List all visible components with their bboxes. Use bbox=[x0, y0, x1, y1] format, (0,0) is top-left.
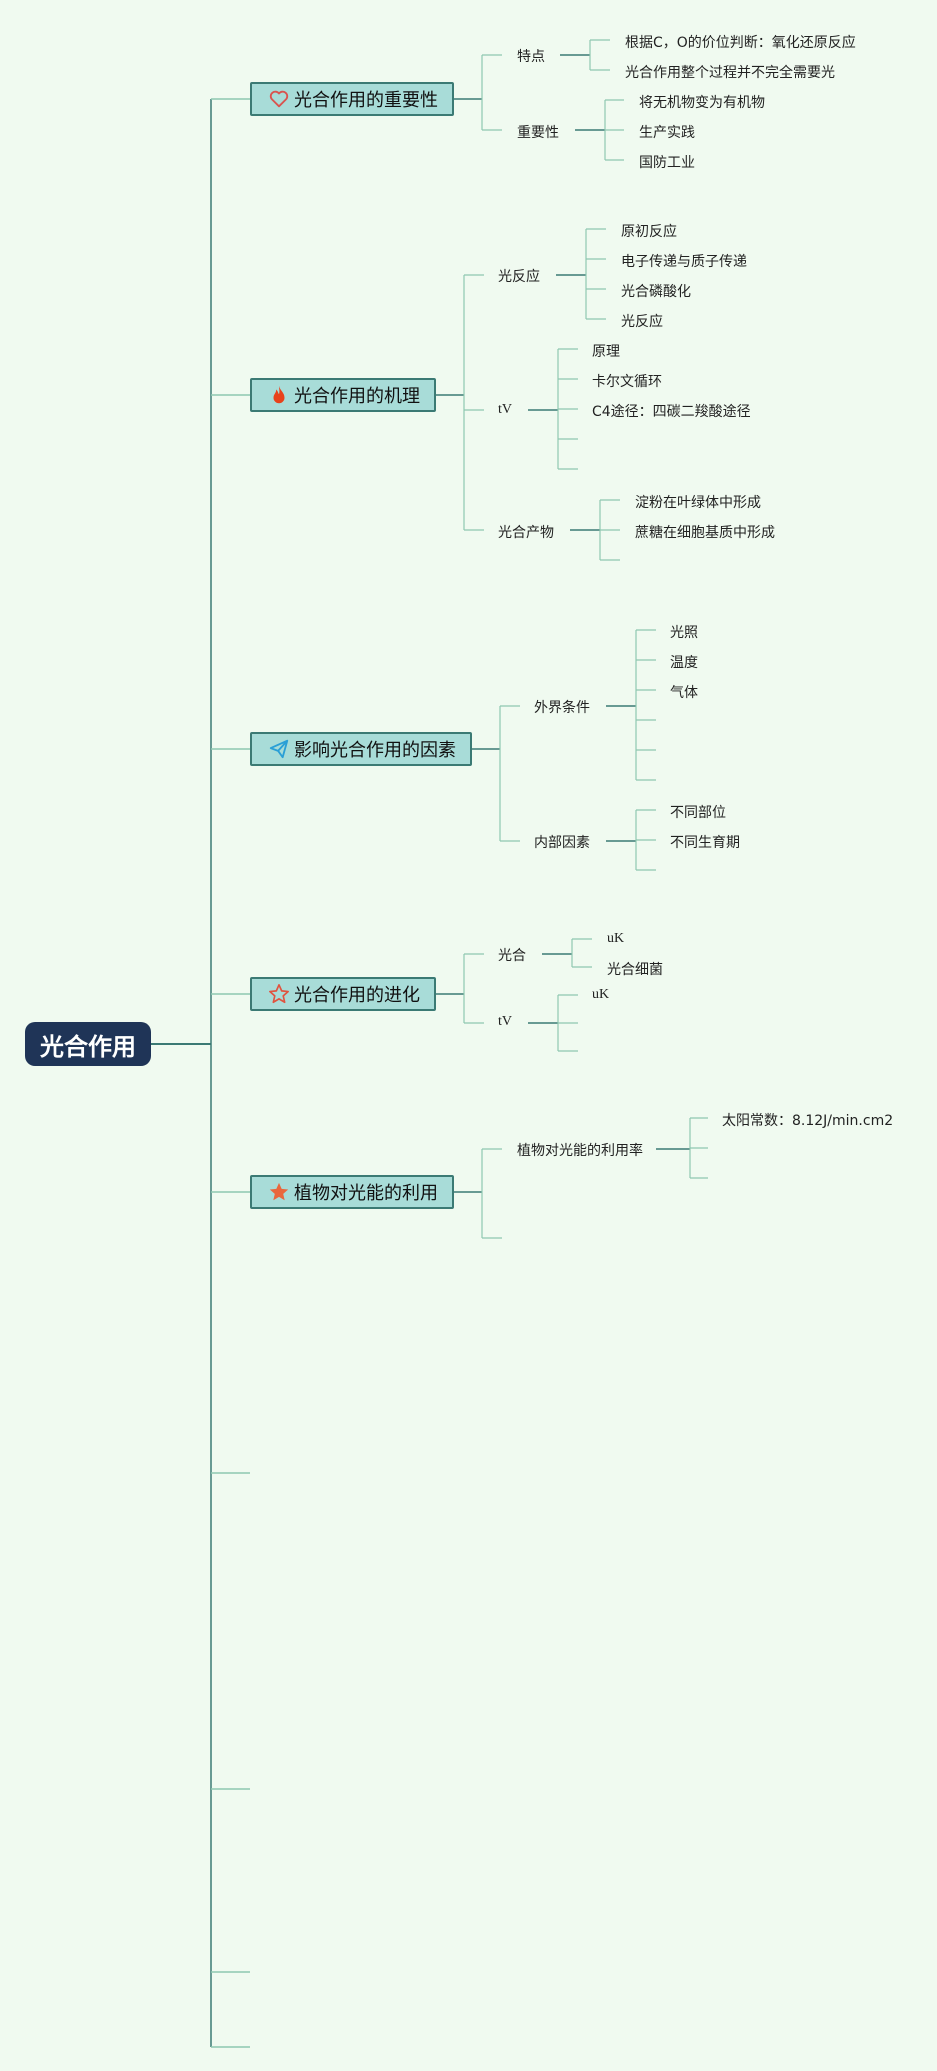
subtopic-utilization-rate[interactable]: 植物对光能的利用率 bbox=[517, 1143, 643, 1159]
leaf-uk-2[interactable]: uK bbox=[592, 987, 610, 1002]
leaf-starch[interactable]: 淀粉在叶绿体中形成 bbox=[635, 495, 761, 511]
topic-label: 光合作用的重要性 bbox=[294, 90, 438, 111]
topic-label: 影响光合作用的因素 bbox=[294, 740, 456, 761]
root-topic[interactable]: 光合作用 bbox=[25, 1022, 151, 1066]
subtopic-external[interactable]: 外界条件 bbox=[534, 700, 590, 716]
leaf-uk[interactable]: uK bbox=[607, 931, 625, 946]
subtopic-internal[interactable]: 内部因素 bbox=[534, 835, 590, 851]
star-outline-icon bbox=[268, 983, 290, 1005]
leaf-gas[interactable]: 气体 bbox=[670, 685, 698, 701]
topic-label: 光合作用的机理 bbox=[294, 386, 420, 407]
leaf-production[interactable]: 生产实践 bbox=[639, 125, 695, 141]
subtopic-products[interactable]: 光合产物 bbox=[498, 525, 554, 541]
leaf-redox[interactable]: 根据C，O的价位判断：氧化还原反应 bbox=[625, 35, 856, 51]
leaf-inorganic-to-organic[interactable]: 将无机物变为有机物 bbox=[639, 95, 765, 111]
leaf-primary-reaction[interactable]: 原初反应 bbox=[621, 224, 677, 240]
leaf-temperature[interactable]: 温度 bbox=[670, 655, 698, 671]
heart-icon bbox=[268, 88, 290, 110]
topic-factors[interactable]: 影响光合作用的因素 bbox=[250, 732, 472, 766]
leaf-c4-pathway[interactable]: C4途径：四碳二羧酸途径 bbox=[592, 404, 751, 420]
leaf-different-parts[interactable]: 不同部位 bbox=[670, 805, 726, 821]
leaf-light-reaction[interactable]: 光反应 bbox=[621, 314, 663, 330]
star-filled-icon bbox=[268, 1181, 290, 1203]
paper-plane-icon bbox=[268, 738, 290, 760]
topic-mechanism[interactable]: 光合作用的机理 bbox=[250, 378, 436, 412]
subtopic-photosynthesis[interactable]: 光合 bbox=[498, 948, 526, 964]
leaf-light-not-required[interactable]: 光合作用整个过程并不完全需要光 bbox=[625, 65, 835, 81]
topic-label: 植物对光能的利用 bbox=[294, 1183, 438, 1204]
leaf-calvin-cycle[interactable]: 卡尔文循环 bbox=[592, 374, 662, 390]
topic-evolution[interactable]: 光合作用的进化 bbox=[250, 977, 436, 1011]
subtopic-features[interactable]: 特点 bbox=[517, 49, 545, 65]
leaf-photosynthetic-bacteria[interactable]: 光合细菌 bbox=[607, 962, 663, 978]
leaf-principle[interactable]: 原理 bbox=[592, 344, 620, 360]
leaf-photophosphorylation[interactable]: 光合磷酸化 bbox=[621, 284, 691, 300]
leaf-growth-stage[interactable]: 不同生育期 bbox=[670, 835, 740, 851]
subtopic-light-reaction[interactable]: 光反应 bbox=[498, 269, 540, 285]
topic-importance[interactable]: 光合作用的重要性 bbox=[250, 82, 454, 116]
leaf-light[interactable]: 光照 bbox=[670, 625, 698, 641]
leaf-defense[interactable]: 国防工业 bbox=[639, 155, 695, 171]
subtopic-tv[interactable]: tV bbox=[498, 402, 512, 417]
subtopic-tv-2[interactable]: tV bbox=[498, 1014, 512, 1029]
leaf-solar-constant[interactable]: 太阳常数：8.12J/min.cm2 bbox=[722, 1113, 894, 1129]
fire-icon bbox=[268, 384, 290, 406]
subtopic-importance[interactable]: 重要性 bbox=[517, 125, 559, 141]
leaf-electron-transport[interactable]: 电子传递与质子传递 bbox=[621, 254, 747, 270]
topic-light-utilization[interactable]: 植物对光能的利用 bbox=[250, 1175, 454, 1209]
leaf-sucrose[interactable]: 蔗糖在细胞基质中形成 bbox=[635, 525, 775, 541]
topic-label: 光合作用的进化 bbox=[294, 985, 420, 1006]
